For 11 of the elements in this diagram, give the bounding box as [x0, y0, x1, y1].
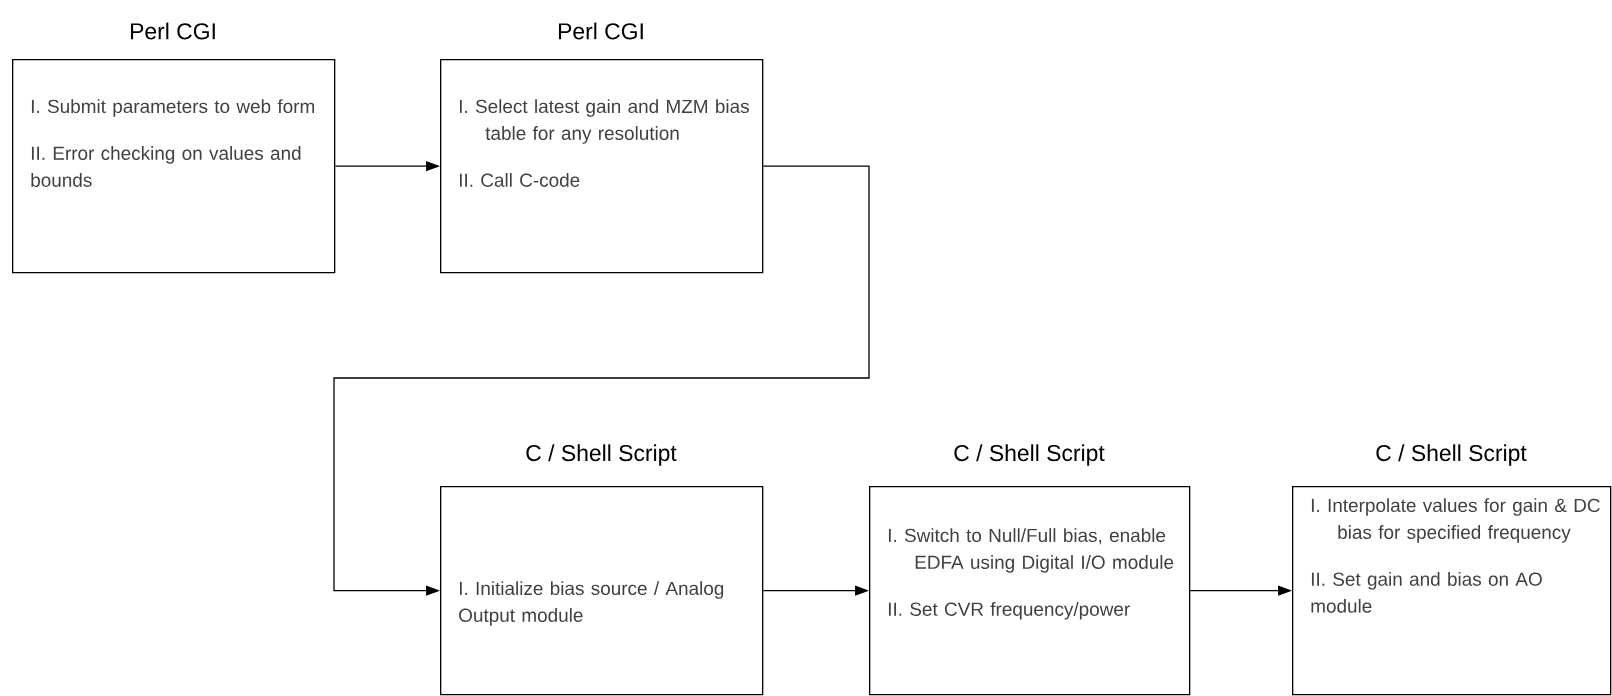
- box-heading: Perl CGI: [558, 22, 643, 40]
- box-heading: C / Shell Script: [526, 444, 677, 466]
- process-box: I. Switch to Null/Full bias, enable EDFA using Digital I/O module II. Set CVR frequency/power: [869, 486, 1191, 696]
- arrow: [333, 165, 870, 596]
- box-heading: C / Shell Script: [954, 444, 1105, 466]
- process-box: I. Select latest gain and MZM bias table for any resolution II. Call C-code: [440, 59, 764, 274]
- process-box: I. Interpolate values for gain & DC bias for specified frequency II. Set gain and bias on AO module: [1292, 486, 1612, 696]
- process-box: I. Initialize bias source / Analog Output module: [440, 486, 764, 696]
- box-heading: C / Shell Script: [1376, 444, 1527, 466]
- process-box: I. Submit parameters to web form II. Error checking on values and bounds: [12, 59, 336, 274]
- box-heading: Perl CGI: [130, 22, 215, 40]
